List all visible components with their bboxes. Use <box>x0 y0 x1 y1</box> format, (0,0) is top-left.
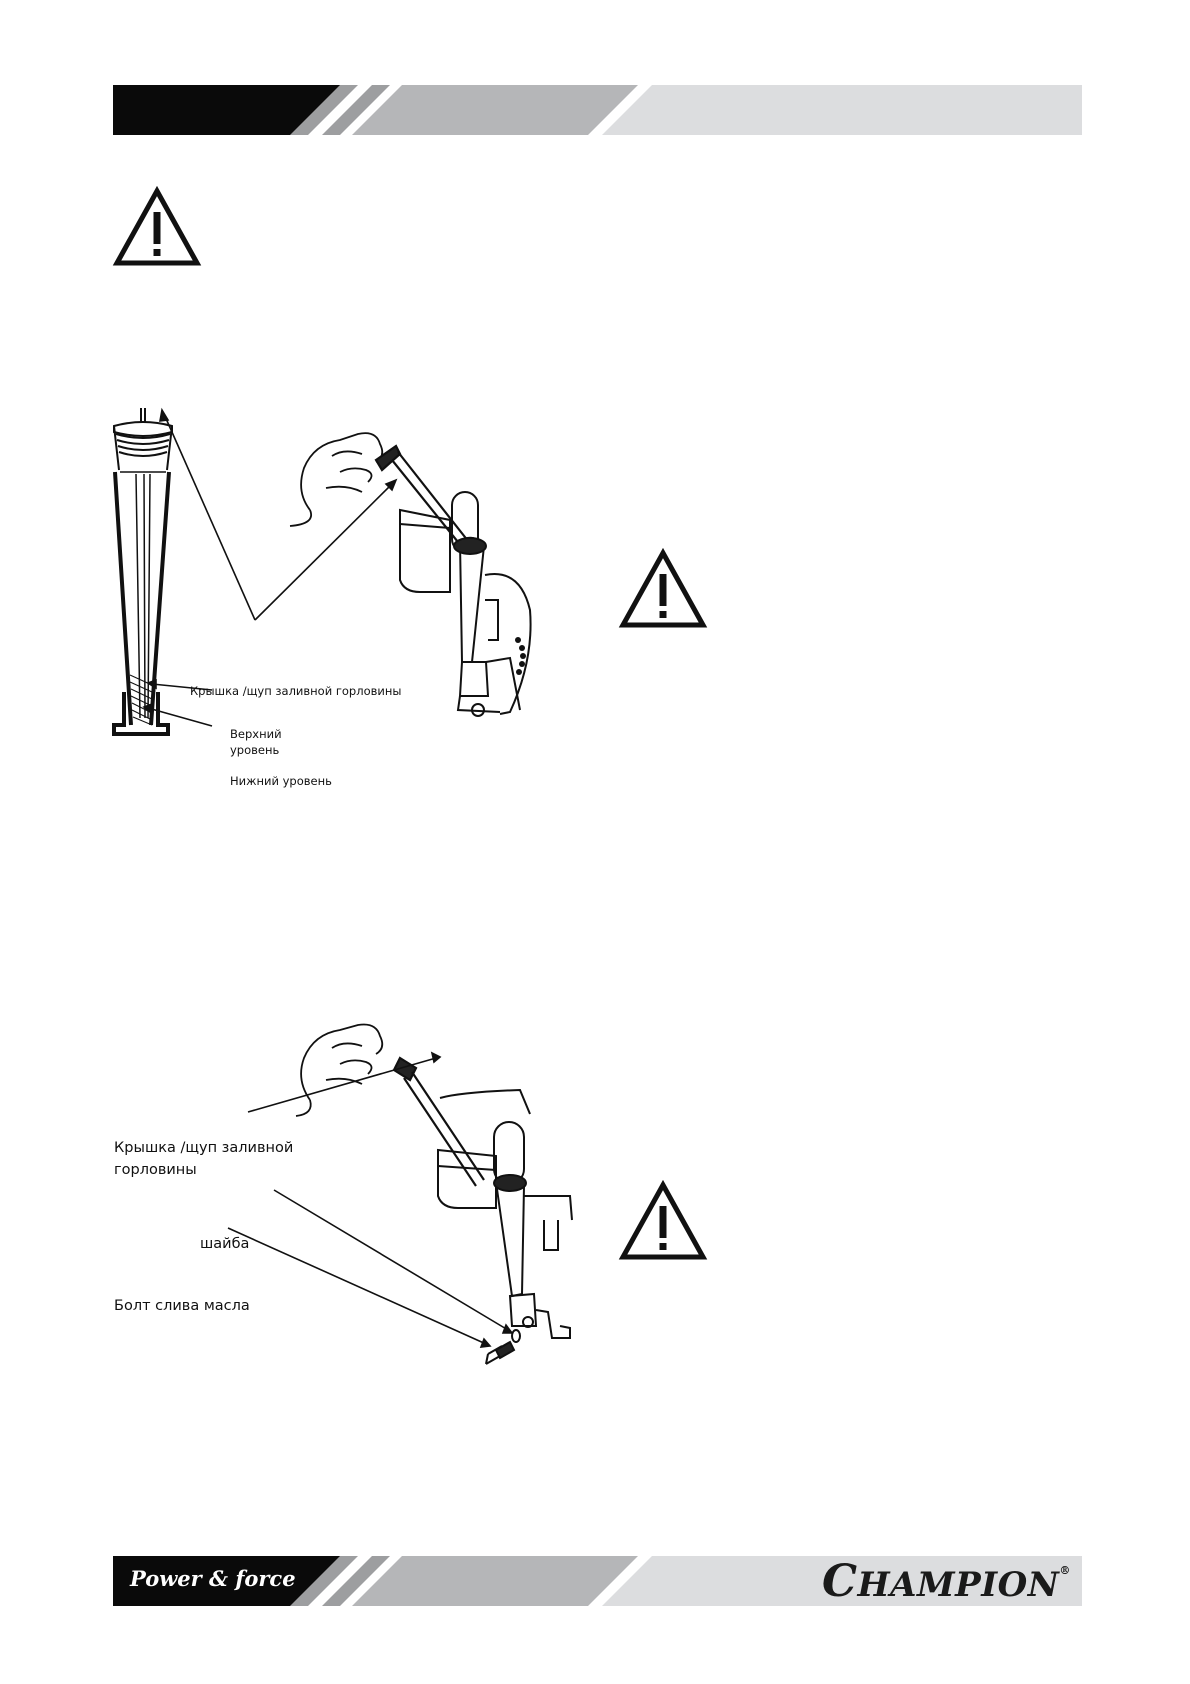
footer-band <box>113 1556 1082 1606</box>
oil-drain-illustration <box>227 1023 573 1365</box>
warning-triangle-icon <box>112 186 202 266</box>
callout-upper-level-line1: Верхний <box>230 727 282 741</box>
callout-washer: шайба <box>200 1236 250 1252</box>
washer-and-bolt <box>485 1329 521 1365</box>
callout-drain-bolt: Болт слива масла <box>114 1298 250 1314</box>
warning-triangle-icon <box>618 548 708 628</box>
warning-triangle-icon <box>618 1180 708 1260</box>
callout-cap-dipstick-line2: горловины <box>114 1162 197 1178</box>
dipstick-cap <box>113 408 173 471</box>
header-band <box>113 85 1082 135</box>
callout-upper-level-line2: уровень <box>230 743 280 757</box>
hand-illustration <box>289 432 384 527</box>
dipstick-level-illustration <box>112 407 532 736</box>
callout-cap-dipstick: Крышка /щуп заливной горловины <box>190 684 402 698</box>
callout-cap-dipstick-line1: Крышка /щуп заливной <box>114 1140 294 1156</box>
engine-illustration <box>399 491 532 717</box>
footer-slogan: Power & force <box>130 1566 296 1591</box>
brand-logo: CHAMPION® <box>822 1556 1071 1607</box>
engine-illustration <box>437 1088 573 1339</box>
callout-lower-level: Нижний уровень <box>230 774 332 788</box>
hand-illustration <box>295 1023 384 1117</box>
